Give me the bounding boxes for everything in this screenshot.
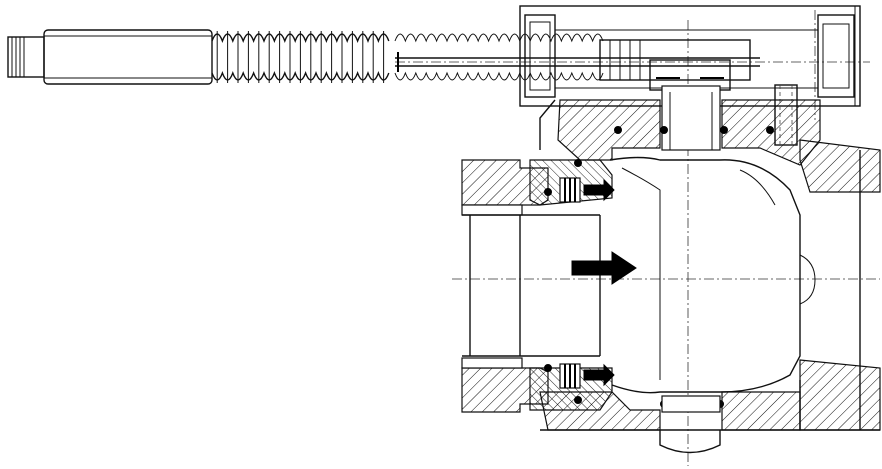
operating-rod: [395, 52, 760, 72]
bellows-profile: [211, 33, 390, 44]
extension-stem: [7, 29, 213, 85]
valve-body-lower: [539, 150, 881, 454]
ball: [609, 156, 816, 394]
pipe-bore: [469, 215, 601, 356]
bellows: [211, 31, 604, 83]
bellows-profile: [394, 33, 604, 43]
seat-lower: [559, 363, 615, 389]
bellows-profile: [394, 71, 604, 81]
bellows-profile: [211, 70, 390, 81]
arrow-right-icon: [571, 251, 637, 285]
seat-upper: [559, 177, 615, 203]
